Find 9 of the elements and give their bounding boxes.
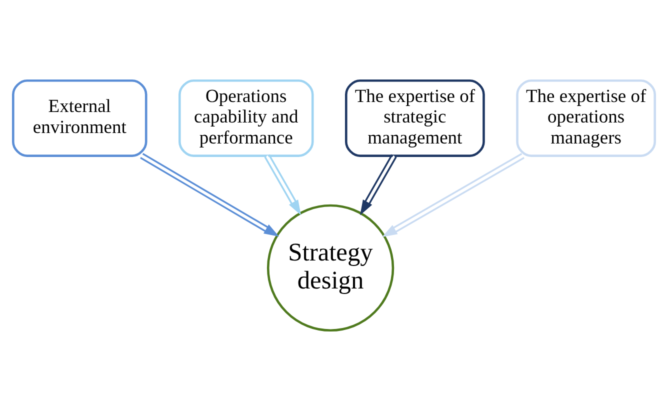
node-box: Operations capability and performance (178, 79, 314, 157)
node-circle: Strategy design (266, 204, 394, 332)
node-box: The expertise of strategic management (344, 79, 485, 157)
arrow (360, 154, 397, 216)
node-box: The expertise of operations managers (516, 79, 656, 157)
node-box: External environment (12, 79, 148, 157)
arrow (382, 153, 524, 238)
arrow (264, 154, 301, 216)
arrow (140, 153, 280, 237)
